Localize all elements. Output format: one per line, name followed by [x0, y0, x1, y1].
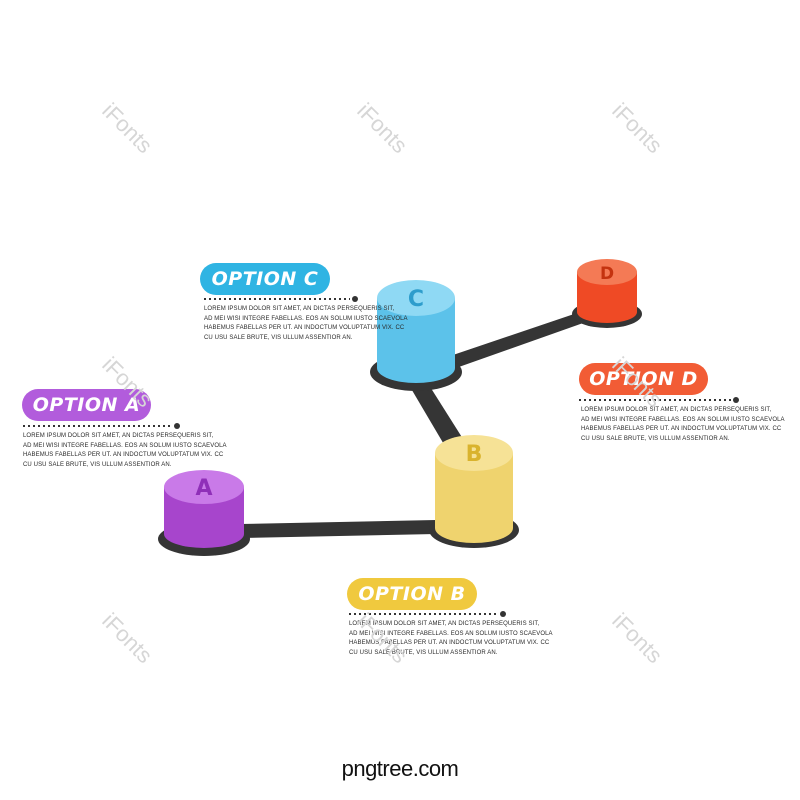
node-d: D — [572, 259, 642, 328]
option-a-description: LOREM IPSUM DOLOR SIT AMET, AN DICTAS PE… — [23, 432, 227, 470]
node-a-letter: A — [195, 476, 212, 501]
option-a-title: OPTION A — [22, 389, 151, 421]
option-d-line: AD MEI WISI INTEGRE FABELLAS. EOS AN SOL… — [581, 416, 785, 423]
track-connectors — [240, 312, 586, 538]
option-b-description: LOREM IPSUM DOLOR SIT AMET, AN DICTAS PE… — [349, 620, 553, 658]
track-b-c — [406, 374, 470, 458]
option-c-line: AD MEI WISI INTEGRE FABELLAS. EOS AN SOL… — [204, 315, 408, 322]
option-a-line: LOREM IPSUM DOLOR SIT AMET, AN DICTAS PE… — [23, 433, 214, 439]
track-c-d — [450, 312, 586, 368]
option-c-title: OPTION C — [200, 263, 330, 295]
node-b-body — [435, 453, 513, 543]
node-a-top — [164, 470, 244, 504]
option-a-line: HABEMUS FABELLAS PER UT. AN INDOCTUM VOL… — [23, 452, 224, 458]
option-d-description: LOREM IPSUM DOLOR SIT AMET, AN DICTAS PE… — [581, 406, 785, 444]
option-c-line: HABEMUS FABELLAS PER UT. AN INDOCTUM VOL… — [204, 325, 405, 331]
node-a-body — [164, 487, 244, 548]
option-c-description: LOREM IPSUM DOLOR SIT AMET, AN DICTAS PE… — [204, 305, 408, 343]
node-a: A — [158, 470, 250, 556]
brand-logo-text: pngtree.com — [341, 756, 459, 781]
node-c: C — [370, 280, 462, 391]
node-c-top — [377, 280, 455, 316]
node-b-top — [435, 435, 513, 471]
option-b-line: HABEMUS FABELLAS PER UT. AN INDOCTUM VOL… — [349, 640, 550, 646]
option-d-title: OPTION D — [579, 363, 708, 395]
option-b-line: LOREM IPSUM DOLOR SIT AMET, AN DICTAS PE… — [349, 621, 540, 627]
node-b: B — [429, 435, 519, 548]
node-b-letter: B — [466, 442, 483, 467]
node-d-letter: D — [600, 264, 614, 284]
option-c-line: CU USU SALE BRUTE, VIS ULLUM ASSENTIOR A… — [204, 334, 353, 341]
option-a-line: CU USU SALE BRUTE, VIS ULLUM ASSENTIOR A… — [23, 461, 172, 468]
node-d-top — [577, 259, 637, 285]
option-d-line: LOREM IPSUM DOLOR SIT AMET, AN DICTAS PE… — [581, 407, 772, 413]
option-a-line: AD MEI WISI INTEGRE FABELLAS. EOS AN SOL… — [23, 442, 227, 449]
leader-dot-b — [500, 611, 506, 617]
option-b-title: OPTION B — [347, 578, 477, 610]
leader-dot-a — [174, 423, 180, 429]
leader-dot-d — [733, 397, 739, 403]
option-b-line: CU USU SALE BRUTE, VIS ULLUM ASSENTIOR A… — [349, 649, 498, 656]
track-a-b — [240, 520, 436, 538]
node-d-body — [577, 272, 637, 323]
option-d-line: CU USU SALE BRUTE, VIS ULLUM ASSENTIOR A… — [581, 435, 730, 442]
option-c-line: LOREM IPSUM DOLOR SIT AMET, AN DICTAS PE… — [204, 306, 395, 312]
node-c-body — [377, 298, 455, 383]
option-d-line: HABEMUS FABELLAS PER UT. AN INDOCTUM VOL… — [581, 426, 782, 432]
option-b-line: AD MEI WISI INTEGRE FABELLAS. EOS AN SOL… — [349, 630, 553, 637]
leader-lines — [23, 296, 739, 617]
node-c-letter: C — [408, 287, 424, 312]
leader-dot-c — [352, 296, 358, 302]
